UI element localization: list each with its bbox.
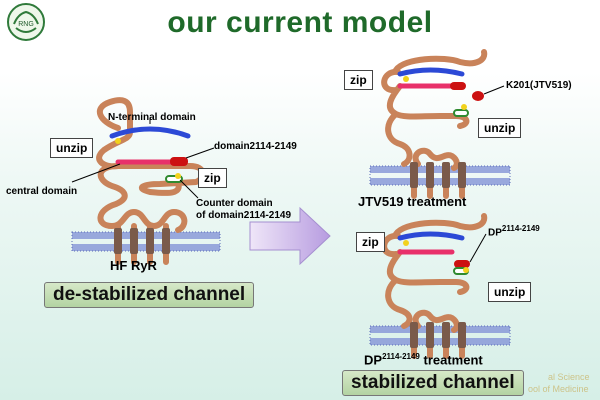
zip-point-left-1 xyxy=(115,138,121,144)
k201-drug-molecule xyxy=(472,91,484,101)
transmembrane-segments-left xyxy=(114,228,170,254)
n-terminal-domain-right-bottom xyxy=(397,231,465,241)
de-stabilized-banner: de-stabilized channel xyxy=(44,282,255,308)
unzip-box-right-top: unzip xyxy=(478,118,522,138)
university-logo: RNG xyxy=(7,3,45,41)
zip-point-right-bottom-2 xyxy=(463,267,469,273)
dp-peptide xyxy=(454,260,470,268)
unzip-box-left: unzip xyxy=(50,138,94,158)
label-central-domain: central domain xyxy=(6,186,78,197)
zip-point-left-2 xyxy=(175,173,181,179)
caption-dp-prefix: DP xyxy=(364,352,383,368)
domain-2114-2149-right-top xyxy=(450,82,466,90)
membrane-right-bottom xyxy=(369,325,511,346)
n-terminal-domain-left xyxy=(109,126,191,139)
zip-box-left: zip xyxy=(198,168,227,188)
leader-line-dp xyxy=(469,233,487,263)
zip-point-right-bottom-1 xyxy=(403,240,409,246)
n-terminal-domain-right-top xyxy=(397,67,465,77)
label-counter-domain-2: of domain2114-2149 xyxy=(196,210,292,221)
slide-title: our current model xyxy=(167,6,433,39)
label-hf-ryr: HF RyR xyxy=(110,258,157,273)
caption-jtv519: JTV519 treatment xyxy=(358,194,467,209)
leader-lines-left xyxy=(71,118,215,199)
label-dp-sup: 2114-2149 xyxy=(501,224,540,233)
label-dp-peptide: DP2114-2149 xyxy=(488,224,540,238)
zip-box-right-bottom: zip xyxy=(356,232,385,252)
leader-line-k201 xyxy=(483,85,505,95)
zip-point-right-top-2 xyxy=(461,104,467,110)
label-n-terminal-domain: N-terminal domain xyxy=(108,112,196,123)
membrane-right-top xyxy=(369,165,511,186)
zip-box-right-top: zip xyxy=(344,70,373,90)
transition-arrow xyxy=(249,206,331,266)
transmembrane-segments-right-top xyxy=(410,162,466,188)
zip-point-right-top-1 xyxy=(403,76,409,82)
unzip-box-right-bottom: unzip xyxy=(488,282,532,302)
caption-dp-treatment: DP2114-2149 treatment xyxy=(364,352,483,367)
left-model xyxy=(71,97,221,265)
label-k201: K201(JTV519) xyxy=(506,80,572,91)
watermark-line-2: ool of Medicine xyxy=(528,384,589,394)
label-dp-prefix: DP xyxy=(488,227,502,239)
caption-dp-suffix: treatment xyxy=(419,352,483,368)
right-top-model xyxy=(369,49,511,199)
caption-dp-sup: 2114-2149 xyxy=(382,352,420,361)
counter-domain-right-top xyxy=(453,109,469,117)
watermark-line-1: al Science xyxy=(548,372,590,382)
logo-text: RNG xyxy=(18,21,34,28)
label-counter-domain-1: Counter domain xyxy=(196,198,273,209)
domain-2114-2149-left xyxy=(170,157,188,166)
stabilized-banner: stabilized channel xyxy=(342,370,524,396)
transmembrane-segments-right-bottom xyxy=(410,322,466,348)
label-domain-2114-2149: domain2114-2149 xyxy=(214,141,297,152)
